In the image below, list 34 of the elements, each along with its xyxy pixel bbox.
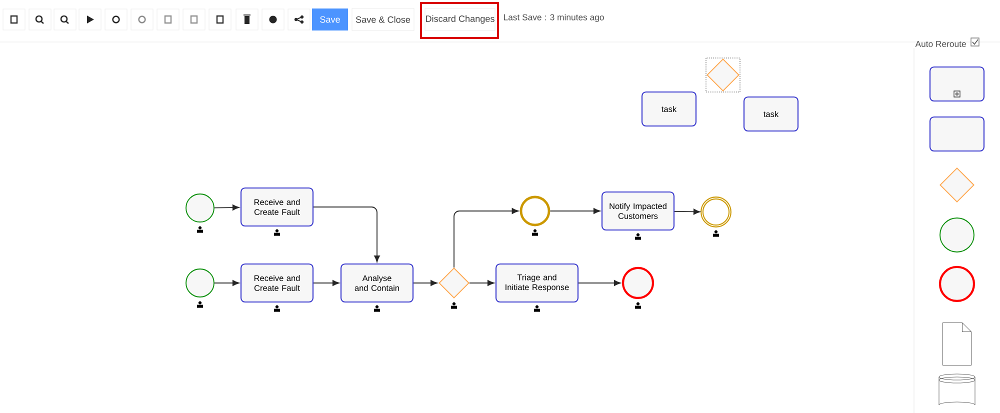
option-label: Auto Reroute <box>915 40 966 48</box>
gateway-diamond <box>940 168 974 202</box>
arrow <box>313 206 380 262</box>
arrow <box>578 280 621 286</box>
arrow <box>214 204 240 210</box>
discard-button: Discard Changes <box>424 8 496 31</box>
arrow <box>674 208 700 215</box>
task-box: task <box>743 96 799 132</box>
arrow <box>313 280 340 286</box>
arrow <box>413 280 438 286</box>
task-box <box>929 116 985 152</box>
status-text: Last Save : 3 minutes ago <box>504 14 604 22</box>
gateway-diamond <box>438 268 470 298</box>
event-circle <box>520 196 550 226</box>
task-box: Receive and Create Fault <box>240 187 314 227</box>
arrow <box>454 208 519 268</box>
arrow <box>550 208 600 214</box>
event-circle <box>940 218 974 252</box>
save-button: Save <box>312 8 348 30</box>
arrow <box>214 280 240 286</box>
event-circle <box>186 268 214 298</box>
event-circle <box>186 194 214 222</box>
task-box: Triage and Initiate Response <box>495 263 579 303</box>
task-box: Notify Impacted Customers <box>601 191 675 231</box>
document-shape <box>942 322 972 366</box>
database-shape <box>938 374 976 406</box>
event-circle <box>938 266 976 302</box>
arrow <box>469 280 494 286</box>
task-box <box>929 66 985 102</box>
task-box: task <box>641 91 697 127</box>
save-close-button: Save & Close <box>352 8 414 31</box>
task-box: Analyse and Contain <box>340 263 414 303</box>
task-box: Receive and Create Fault <box>240 263 314 303</box>
event-circle <box>622 266 654 300</box>
